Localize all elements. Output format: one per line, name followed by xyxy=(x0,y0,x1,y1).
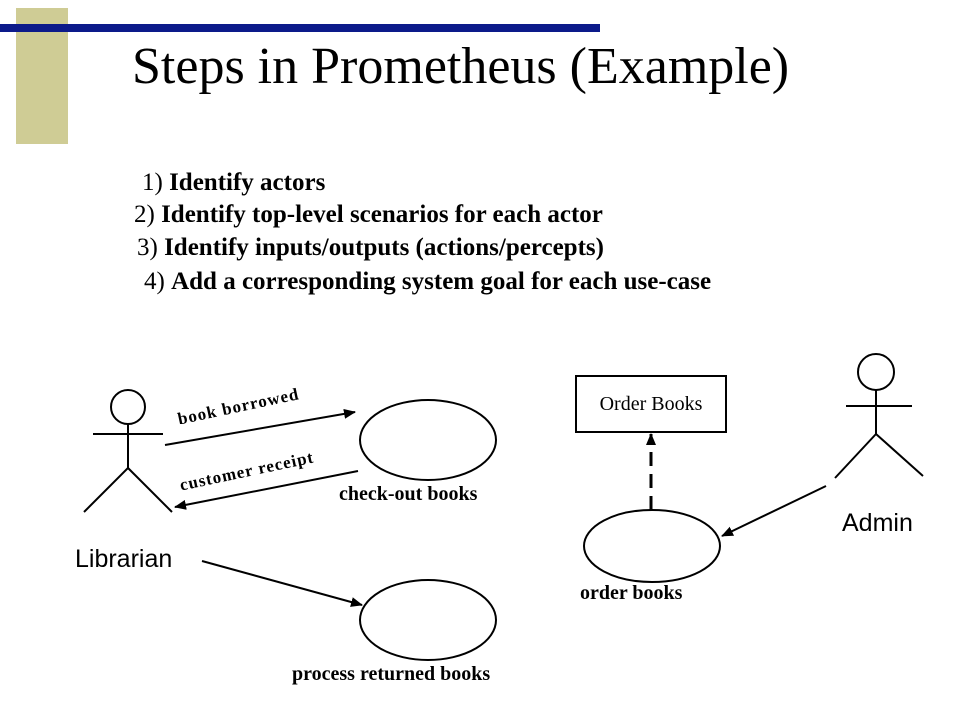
step-2: 2) Identify top-level scenarios for each… xyxy=(134,200,603,230)
step-number: 4) xyxy=(144,268,165,295)
customer-receipt-arrow xyxy=(174,470,359,510)
admin-to-order-arrow xyxy=(721,485,827,537)
step-text: Identify actors xyxy=(169,169,326,196)
use-case-order-ellipse xyxy=(583,509,721,583)
slide-title: Steps in Prometheus (Example) xyxy=(132,38,790,95)
librarian-label: Librarian xyxy=(75,545,173,573)
step-text: Identify inputs/outputs (actions/percept… xyxy=(164,234,604,261)
use-case-returned-ellipse xyxy=(359,579,497,661)
goal-box-label: Order Books xyxy=(599,392,703,415)
step-text: Identify top-level scenarios for each ac… xyxy=(161,201,603,228)
librarian-to-returned-arrow xyxy=(201,560,363,607)
use-case-checkout-label: check-out books xyxy=(339,483,478,505)
decorative-bar xyxy=(0,24,600,32)
admin-label: Admin xyxy=(842,509,913,537)
step-number: 3) xyxy=(137,234,158,261)
use-case-checkout-ellipse xyxy=(359,399,497,481)
step-number: 2) xyxy=(134,201,155,228)
step-4: 4) Add a corresponding system goal for e… xyxy=(144,267,711,297)
step-number: 1) xyxy=(142,169,163,196)
step-text: Add a corresponding system goal for each… xyxy=(171,268,712,295)
admin-actor-figure xyxy=(834,353,924,479)
use-case-order-label: order books xyxy=(580,582,683,604)
librarian-actor-figure xyxy=(83,389,173,513)
use-case-returned-label: process returned books xyxy=(292,663,491,685)
goal-box xyxy=(575,375,727,433)
book-borrowed-arrow xyxy=(164,408,356,446)
step-3: 3) Identify inputs/outputs (actions/perc… xyxy=(137,233,604,263)
step-1: 1) Identify actors xyxy=(142,168,325,198)
